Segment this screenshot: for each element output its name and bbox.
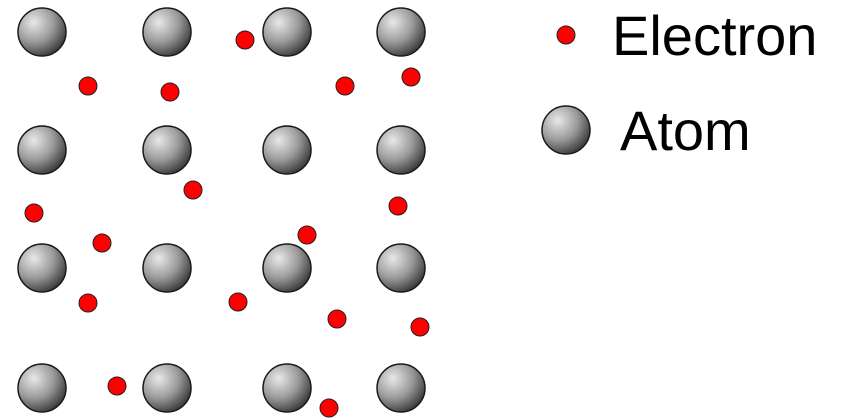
electron-3 <box>161 83 179 101</box>
atom-3-3 <box>263 244 311 292</box>
atom-3-2 <box>143 244 191 292</box>
electron-6 <box>184 181 202 199</box>
atom-2-3 <box>263 126 311 174</box>
atom-1-1 <box>18 8 66 56</box>
atom-3-4 <box>377 244 425 292</box>
legend-electron-icon <box>557 26 575 44</box>
atom-4-1 <box>18 364 66 412</box>
legend-electron-label: Electron <box>612 4 817 67</box>
atom-2-1 <box>18 126 66 174</box>
atom-lattice <box>18 8 425 412</box>
atom-2-2 <box>143 126 191 174</box>
electron-7 <box>25 204 43 222</box>
electron-11 <box>79 294 97 312</box>
electron-14 <box>411 318 429 336</box>
electron-sea <box>25 31 429 417</box>
electron-16 <box>320 399 338 417</box>
atom-2-4 <box>377 126 425 174</box>
legend: Electron Atom <box>542 4 817 162</box>
atom-1-4 <box>377 8 425 56</box>
electron-5 <box>402 68 420 86</box>
atom-3-1 <box>18 244 66 292</box>
atom-1-2 <box>143 8 191 56</box>
atom-4-2 <box>143 364 191 412</box>
electron-10 <box>298 226 316 244</box>
atom-1-3 <box>263 8 311 56</box>
electron-8 <box>389 197 407 215</box>
electron-9 <box>93 234 111 252</box>
atom-4-3 <box>263 364 311 412</box>
electron-1 <box>236 31 254 49</box>
electron-13 <box>328 310 346 328</box>
electron-15 <box>108 377 126 395</box>
legend-atom-label: Atom <box>620 99 751 162</box>
electron-2 <box>79 77 97 95</box>
atom-4-4 <box>377 364 425 412</box>
electron-12 <box>229 293 247 311</box>
legend-atom-icon <box>542 106 590 154</box>
electron-4 <box>336 77 354 95</box>
